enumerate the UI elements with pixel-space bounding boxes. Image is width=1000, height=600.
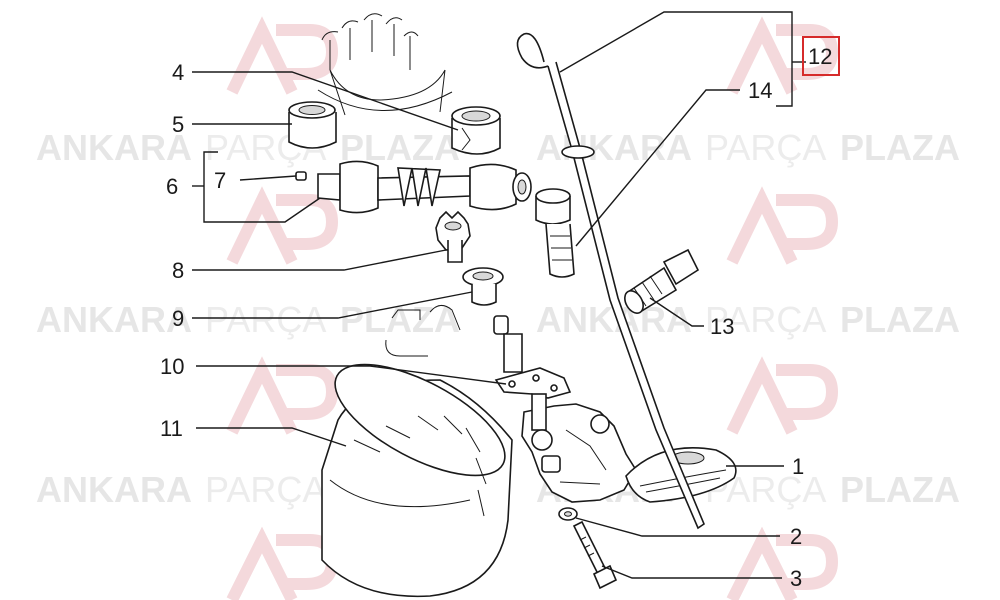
- callout-9: 9: [172, 306, 184, 331]
- washer-part-2: [558, 507, 578, 521]
- svg-text:PLAZA: PLAZA: [840, 469, 960, 510]
- callout-7: 7: [214, 168, 226, 193]
- threaded-fitting-part-13: [624, 248, 700, 314]
- leader-lines: [192, 11, 806, 579]
- oil-filter-part-11: [321, 363, 513, 598]
- distributor-cap-part: [317, 13, 453, 116]
- pin-part-7: [295, 171, 307, 181]
- bushing-part-4: [451, 106, 501, 155]
- svg-text:PARÇA: PARÇA: [205, 299, 326, 340]
- callout-12: 12: [808, 44, 832, 69]
- callout-2: 2: [790, 524, 802, 549]
- gear-part-8: [435, 210, 471, 263]
- callout-11: 11: [160, 416, 183, 441]
- svg-text:PARÇA: PARÇA: [705, 299, 826, 340]
- bolt-part-3: [572, 520, 618, 590]
- callout-13: 13: [710, 314, 734, 339]
- distributor-shaft-part-6: [317, 160, 532, 214]
- sketch-mark: [385, 305, 461, 357]
- highlight-box-12: [802, 36, 840, 76]
- callout-14: 14: [748, 78, 772, 103]
- oil-pump-body: [521, 393, 637, 503]
- svg-text:ANKARA: ANKARA: [36, 299, 192, 340]
- svg-text:PARÇA: PARÇA: [705, 127, 826, 168]
- svg-text:PARÇA: PARÇA: [205, 469, 326, 510]
- tube-plug-part-14: [535, 188, 575, 278]
- svg-text:PLAZA: PLAZA: [840, 127, 960, 168]
- svg-text:PLAZA: PLAZA: [840, 299, 960, 340]
- callout-numbers: 4 5 6 7 8 9 10 11 12 14 13 1 2 3: [160, 44, 832, 591]
- svg-text:ANKARA: ANKARA: [36, 127, 192, 168]
- dipstick-part-12: [516, 32, 705, 530]
- pump-shaft-part-10: [493, 315, 572, 399]
- callout-4: 4: [172, 60, 184, 85]
- bushing-part-5: [288, 101, 337, 149]
- svg-text:ANKARA: ANKARA: [536, 127, 692, 168]
- callout-6: 6: [166, 174, 178, 199]
- callout-10: 10: [160, 354, 184, 379]
- svg-text:ANKARA: ANKARA: [36, 469, 192, 510]
- callout-5: 5: [172, 112, 184, 137]
- callout-8: 8: [172, 258, 184, 283]
- flanged-bushing-part-9: [462, 267, 504, 306]
- callout-3: 3: [790, 566, 802, 591]
- callout-1: 1: [792, 454, 804, 479]
